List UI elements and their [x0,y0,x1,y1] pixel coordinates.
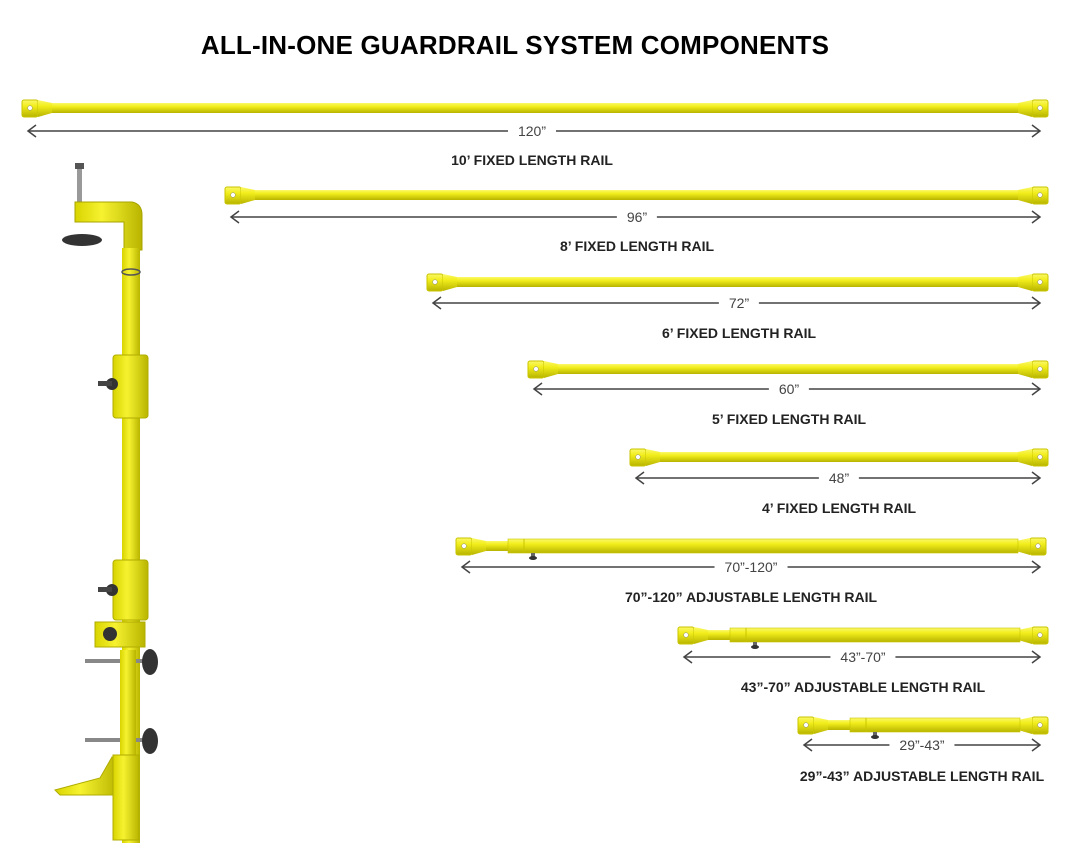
rail-caption: 43”-70” ADJUSTABLE LENGTH RAIL [740,679,986,695]
mount-hole-icon [635,454,641,460]
mount-hole-icon [803,722,809,728]
arrow-left-icon [682,650,693,664]
rail-caption: 8’ FIXED LENGTH RAIL [559,238,715,254]
rail-flare [1018,449,1032,466]
arrow-left-icon [229,210,240,224]
dimension-label: 29”-43” [889,737,955,753]
post-clamp-upper [98,354,149,419]
post-foot-plate [54,754,140,841]
post-clamp-lower [98,559,149,621]
mount-hole-icon [1037,632,1043,638]
dimension-label: 43”-70” [830,649,896,665]
arrow-right-icon [1031,210,1042,224]
rail-tube [239,190,1034,200]
rail-sleeve[interactable] [729,627,1021,643]
arrow-left-icon [802,738,813,752]
arrow-left-icon [431,296,442,310]
mount-hole-icon [230,192,236,198]
rail-caption: 29”-43” ADJUSTABLE LENGTH RAIL [799,768,1045,784]
rail-caption: 5’ FIXED LENGTH RAIL [711,411,867,427]
rail-flare [241,187,255,204]
rail-3 [527,360,1049,396]
adjust-pin-icon[interactable] [873,732,877,736]
dimension-label: 70”-120” [714,559,788,575]
dimension-label: 120” [507,123,557,139]
mount-hole-icon [1037,366,1043,372]
arrow-right-icon [1031,382,1042,396]
mount-hole-icon [1037,722,1043,728]
post-base-clamp [85,621,158,760]
rail-flare [1018,361,1032,378]
dimension-label: 72” [718,295,760,311]
arrow-right-icon [1031,738,1042,752]
adjust-pin-icon[interactable] [753,642,757,646]
page-title: ALL-IN-ONE GUARDRAIL SYSTEM COMPONENTS [200,30,830,60]
adjust-knob-icon[interactable] [751,645,759,649]
rail-flare [443,274,457,291]
arrow-left-icon [532,382,543,396]
mount-hole-icon [1037,279,1043,285]
adjust-knob-icon[interactable] [871,735,879,739]
rail-flare [1018,187,1032,204]
mount-hole-icon [683,632,689,638]
rail-tube [542,364,1034,374]
arrow-right-icon [1031,296,1042,310]
arrow-right-icon [1031,124,1042,138]
dimension-label: 60” [768,381,810,397]
mount-hole-icon [1037,105,1043,111]
rail-tube [644,452,1034,462]
mount-hole-icon [461,543,467,549]
mount-hole-icon [27,105,33,111]
dimension-label: 96” [616,209,658,225]
rail-flare [694,627,708,644]
rail-flare [1018,627,1032,644]
arrow-right-icon [1031,471,1042,485]
rail-flare [472,538,486,555]
rail-caption: 4’ FIXED LENGTH RAIL [761,500,917,516]
rail-flare [38,100,52,117]
arrow-left-icon [460,560,471,574]
rail-sleeve[interactable] [507,538,1019,554]
mount-hole-icon [1037,192,1043,198]
rail-flare [1018,717,1032,734]
rail-flare [1018,274,1032,291]
arrow-right-icon [1031,560,1042,574]
rail-flare [814,717,828,734]
rail-tube [441,277,1034,287]
mount-hole-icon [1037,454,1043,460]
rail-sleeve[interactable] [849,717,1021,733]
rail-flare [1016,538,1030,555]
rail-tube [36,103,1034,113]
rail-caption: 6’ FIXED LENGTH RAIL [661,325,817,341]
rail-flare [1018,100,1032,117]
rail-caption: 10’ FIXED LENGTH RAIL [451,152,613,168]
rail-flare [646,449,660,466]
arrow-left-icon [634,471,645,485]
arrow-right-icon [1031,650,1042,664]
dimension-label: 48” [818,470,860,486]
guardrail-post-illustration [54,163,158,843]
mount-hole-icon [432,279,438,285]
post-top-bracket [74,201,143,251]
rail-flare [544,361,558,378]
rail-caption: 70”-120” ADJUSTABLE LENGTH RAIL [624,589,878,605]
mount-hole-icon [533,366,539,372]
post-top-screw [62,163,102,246]
adjust-knob-icon[interactable] [529,556,537,560]
mount-hole-icon [1035,543,1041,549]
arrow-left-icon [26,124,37,138]
adjust-pin-icon[interactable] [531,553,535,557]
